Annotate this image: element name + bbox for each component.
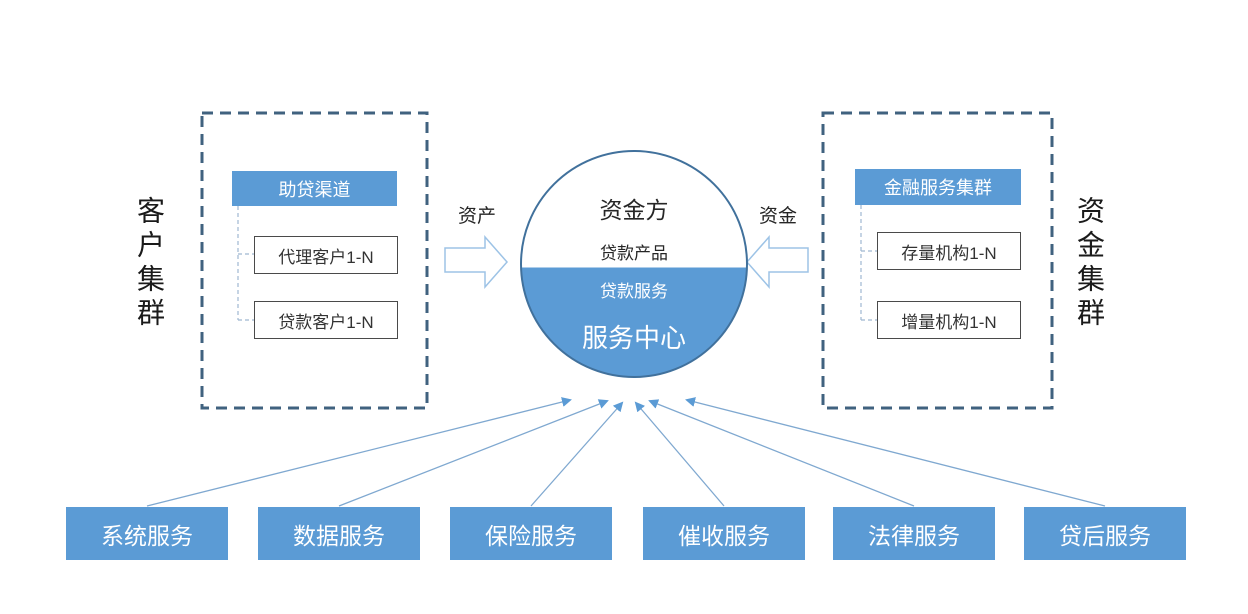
loan-service-label: 贷款服务 bbox=[600, 282, 668, 301]
service-box-data: 数据服务 bbox=[258, 507, 420, 560]
system-service-arrow bbox=[146, 397, 572, 507]
fund-flow-label: 资金 bbox=[758, 206, 797, 227]
funding-cluster-border bbox=[821, 111, 1054, 410]
customer-cluster-border bbox=[200, 111, 429, 410]
customer-cluster-label: 客户集群 bbox=[134, 196, 165, 332]
asset-block-arrow-icon bbox=[444, 235, 508, 289]
service-box-legal: 法律服务 bbox=[833, 507, 995, 560]
financial-service-cluster-header: 金融服务集群 bbox=[855, 169, 1021, 205]
funder-title: 资金方 bbox=[599, 197, 669, 223]
fund-block-arrow-icon bbox=[746, 235, 809, 289]
service-box-insurance: 保险服务 bbox=[450, 507, 612, 560]
service-center-title: 服务中心 bbox=[581, 323, 686, 353]
postloan-service-arrow bbox=[685, 397, 1106, 507]
collection-service-arrow bbox=[634, 401, 725, 507]
data-service-arrow bbox=[338, 399, 609, 507]
service-box-postloan: 贷后服务 bbox=[1024, 507, 1186, 560]
incremental-institution-box: 增量机构1-N bbox=[877, 301, 1021, 339]
service-box-collection: 催收服务 bbox=[643, 507, 805, 560]
right-tree-connector bbox=[860, 205, 877, 321]
loan-product-label: 贷款产品 bbox=[600, 244, 668, 263]
asset-flow-label: 资产 bbox=[457, 206, 496, 227]
existing-institution-box: 存量机构1-N bbox=[877, 232, 1021, 270]
service-center-circle: 资金方 贷款产品 贷款服务 服务中心 bbox=[520, 150, 748, 378]
insurance-service-arrow bbox=[530, 401, 624, 507]
loan-customer-box: 贷款客户1-N bbox=[254, 301, 398, 339]
agency-customer-box: 代理客户1-N bbox=[254, 236, 398, 274]
legal-service-arrow bbox=[648, 399, 915, 507]
loan-channel-header: 助贷渠道 bbox=[232, 171, 397, 206]
funding-cluster-label: 资金集群 bbox=[1074, 196, 1105, 332]
service-box-system: 系统服务 bbox=[66, 507, 228, 560]
left-tree-connector bbox=[237, 206, 254, 321]
